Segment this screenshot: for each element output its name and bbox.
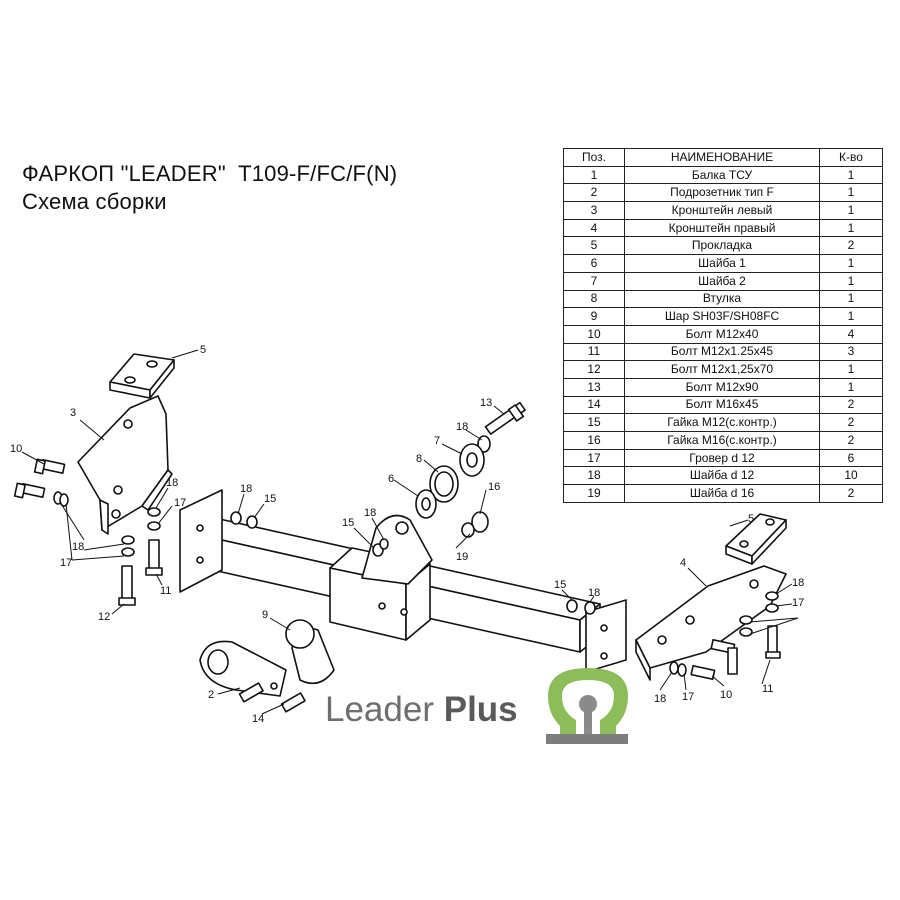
callout-labels: 5 3 10 18 17 18 17 12 11 18 15 13 18 7 8… [10,344,804,725]
callout-19: 19 [456,551,468,563]
cell-qty: 2 [819,484,883,503]
cell-name: Шайба d 16 [624,484,820,503]
cell-name: Болт М12х90 [624,377,820,397]
part-socket-holder [199,640,287,697]
part-bolt-13 [484,401,526,435]
callout-4: 4 [680,557,686,569]
cell-qty: 10 [819,466,883,486]
cell-pos: 18 [563,466,625,486]
callout-18: 18 [588,587,600,599]
part-spacer-left [109,353,175,399]
callout-18: 18 [364,507,376,519]
cell-pos: 11 [563,342,625,362]
callout-7: 7 [434,435,440,447]
part-bracket-right [635,565,787,681]
callout-15: 15 [554,579,566,591]
callout-5: 5 [748,513,754,525]
callout-14: 14 [252,713,264,725]
callout-5: 5 [200,344,206,356]
diagram-title: ФАРКОП "LEADER" T109-F/FC/F(N) Схема сбо… [22,160,397,216]
cell-name: Прокладка [624,236,820,256]
callout-18: 18 [166,477,178,489]
callout-9: 9 [262,609,268,621]
callout-15: 15 [342,517,354,529]
title-line-product: ФАРКОП "LEADER" T109-F/FC/F(N) [22,161,398,186]
callout-10: 10 [10,443,22,455]
cell-name: Подрозетник тип F [624,183,820,203]
cell-name: Кронштейн левый [624,201,820,220]
callout-18: 18 [72,541,84,553]
part-tow-ball [285,619,335,685]
part-washers-left [53,491,161,557]
callout-15: 15 [264,493,276,505]
callout-18: 18 [792,577,804,589]
callout-18: 18 [456,421,468,433]
part-bolt-12-left [13,482,46,499]
callout-2: 2 [208,689,214,701]
cell-qty: 2 [819,395,883,415]
callout-17: 17 [792,597,804,609]
callout-6: 6 [388,473,394,485]
callout-16: 16 [488,481,500,493]
callout-10: 10 [720,689,732,701]
leader-lines [21,349,799,715]
col-qty: К-во [819,148,883,167]
cell-name: Болт М16х45 [624,395,820,415]
callout-3: 3 [70,407,76,419]
callout-8: 8 [416,453,422,465]
cell-name: Гайка М16(с.контр.) [624,431,820,450]
title-line-subtitle: Схема сборки [22,189,167,214]
cell-pos: 12 [563,360,625,379]
part-bushing-stack [372,435,491,557]
cell-name: Гайка М12(с.контр.) [624,413,820,432]
callout-12: 12 [98,611,110,623]
callout-13: 13 [480,397,492,409]
cell-name: Болт М12х1.25х45 [624,342,820,362]
callout-11: 11 [160,585,171,597]
callout-17: 17 [174,497,186,509]
part-fasteners-right [669,591,781,680]
callout-17: 17 [60,557,72,569]
callout-11: 11 [762,683,773,695]
brand-logo-mark [546,668,628,744]
callout-18: 18 [240,483,252,495]
cell-name: Кронштейн правый [624,218,820,238]
part-bolt-14 [238,682,306,713]
brand-word-plus: Plus [443,690,518,729]
callout-18: 18 [654,693,666,705]
parts-table-header: Поз. НАИМЕНОВАНИЕ К-во [563,148,883,167]
part-bolt-12-vertical-left [118,565,136,606]
brand-word-leader: Leader [325,690,444,729]
callout-17: 17 [682,691,694,703]
part-bracket-left [77,395,173,535]
part-bolt-11-left [145,539,163,576]
part-spacer-right [725,513,787,565]
brand-logo-text: Leader Plus [325,690,518,730]
